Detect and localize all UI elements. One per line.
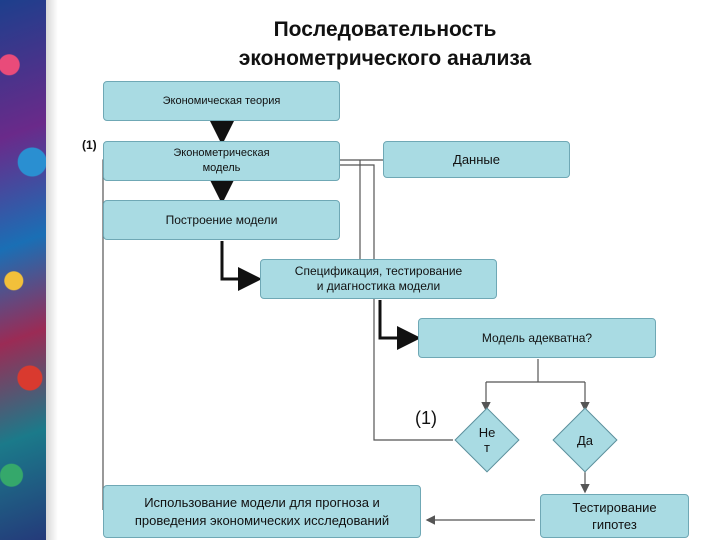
title-line-2: эконометрического анализа (238, 47, 532, 70)
decision-no-line-2: т (484, 440, 490, 455)
node-model-usage-line-1: Использование модели для прогноза и (144, 494, 380, 510)
decorative-art-strip (0, 0, 46, 540)
node-economic-theory: Экономическая теория (103, 81, 340, 121)
node-model-building-label: Построение модели (165, 212, 278, 227)
loop-marker-no: (1) (415, 408, 437, 428)
node-model-adequate-label: Модель адекватна? (481, 330, 593, 345)
node-econometric-model-line-2: модель (202, 162, 241, 174)
node-model-usage: Использование модели для прогноза и пров… (103, 485, 421, 538)
loop-no-to-data (340, 164, 453, 441)
decision-yes-text: Да (576, 432, 594, 448)
node-hypothesis-testing: Тестирование гипотез (540, 494, 689, 538)
node-hypothesis-line-1: Тестирование (572, 500, 657, 515)
arrow-building-to-spec (220, 241, 262, 291)
decision-no-label: Не т (464, 417, 510, 463)
decorative-art-edge (46, 0, 58, 540)
node-specification-line-1: Спецификация, тестирование (294, 264, 463, 278)
node-model-adequate: Модель адекватна? (418, 318, 656, 358)
node-specification: Спецификация, тестирование и диагностика… (260, 259, 497, 299)
node-data: Данные (383, 141, 570, 178)
node-econometric-model-line-1: Эконометрическая (173, 147, 270, 159)
node-econometric-model: Эконометрическая модель (103, 141, 340, 181)
arrow-spec-to-adequate (378, 300, 421, 350)
node-economic-theory-label: Экономическая теория (162, 94, 281, 107)
node-specification-line-2: и диагностика модели (316, 279, 441, 293)
node-hypothesis-line-2: гипотез (592, 517, 637, 532)
node-model-building: Построение модели (103, 200, 340, 240)
loop-marker-left: (1) (82, 138, 97, 152)
decision-no-line-1: Не (478, 425, 496, 440)
node-model-usage-line-2: проведения экономических исследований (134, 512, 390, 528)
decision-yes-label: Да (562, 417, 608, 463)
title-line-1: Последовательность (273, 18, 497, 41)
node-data-label: Данные (453, 152, 500, 167)
